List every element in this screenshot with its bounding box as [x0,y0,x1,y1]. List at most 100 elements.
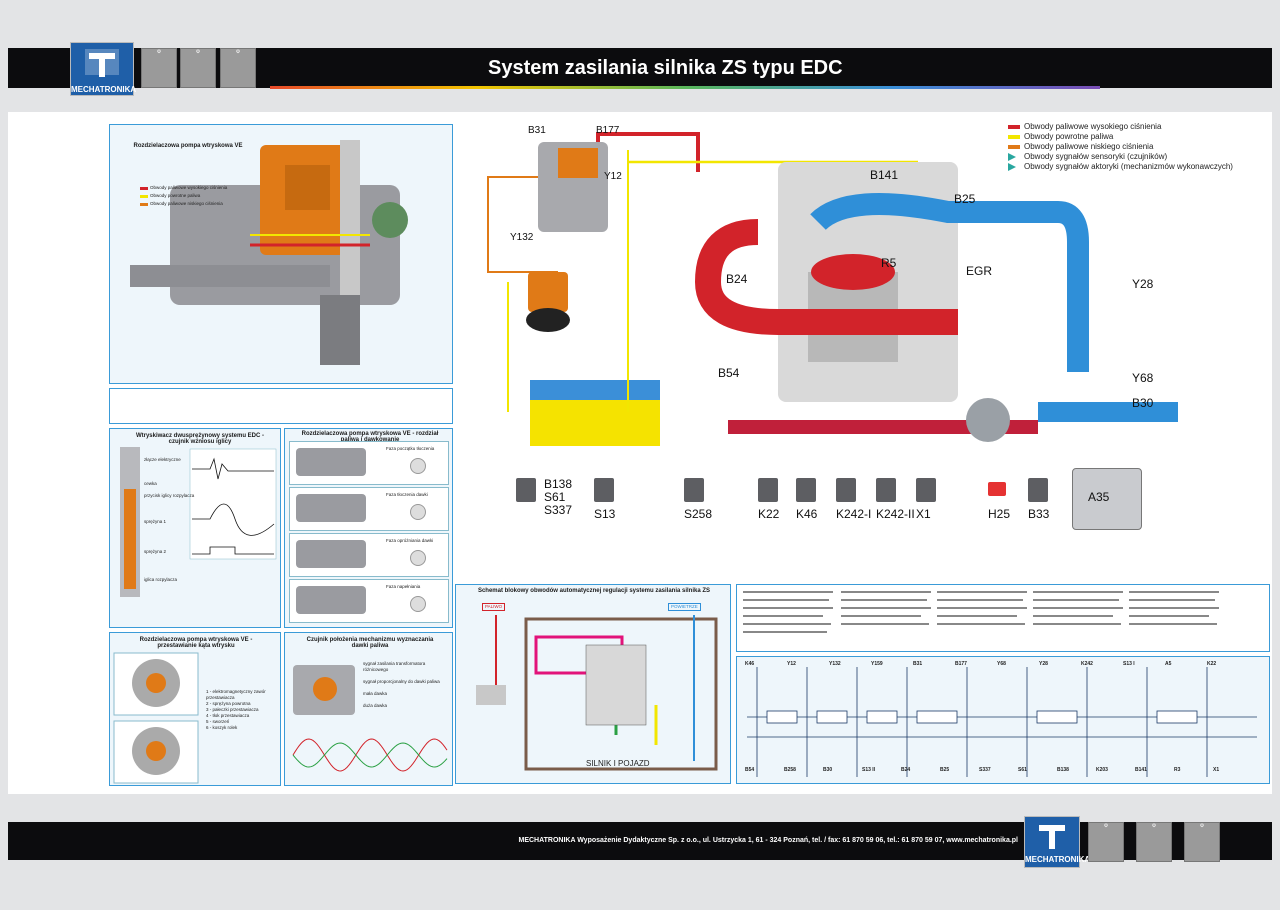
label-b54: B54 [718,366,740,380]
legend-item: Obwody paliwowe wysokiego ciśnienia [1008,122,1258,132]
wiring-label: B30 [823,767,833,773]
position-item: mała dawka [363,691,388,696]
legend-swatch [1008,163,1016,171]
phase-label: Faza początku tłoczenia [386,446,435,451]
phase-indicator-icon [410,550,426,566]
component-label: H25 [988,507,1011,521]
injector-title: Wtryskiwacz dwusprężynowy systemu EDC - … [135,433,265,445]
component-label: S258 [684,507,713,521]
position-item: sygnał zasilania transformatora różnicow… [363,661,426,672]
phase-drawing [296,494,366,522]
advance-item: 2 - sprężyna powrotna [206,701,251,706]
phase-box: Faza opróżniania dawki [289,533,449,577]
label-b31: B31 [528,125,546,136]
phase-label: Faza napełniania [386,584,421,589]
award-badge-3: ⚙ [220,48,256,88]
position-item: sygnał proporcjonalny do dawki paliwa [363,679,440,684]
footer-logo-mark-icon [1039,825,1065,849]
footer-bar: MECHATRONIKA Wyposażenie Dydaktyczne Sp.… [8,816,1272,868]
wiring-label: Y28 [1039,661,1048,667]
phase-label: Faza opróżniania dawki [386,538,434,543]
component-icon [916,478,936,502]
wiring-label: B31 [913,661,923,667]
label-egr: EGR [966,264,993,278]
block-diagram-title: Schemat blokowy obwodów automatycznej re… [477,588,711,594]
wiring-label: X1 [1213,767,1220,773]
advance-item: 3 - pałeczki przestawiacza [206,707,259,712]
wiring-label: K46 [745,661,755,667]
fuel-tank [530,380,660,446]
component-icon [988,482,1006,496]
color-stripe [270,86,1100,89]
injector-drawing [120,447,277,597]
label-y68: Y68 [1132,371,1154,385]
footer-badge-2: ⚙ [1136,822,1172,862]
wiring-label: S13 I [1123,661,1135,667]
label-y12: Y12 [604,171,622,182]
injector-label-3: sprężyna 1 [144,519,167,524]
legend-swatch [1008,145,1020,149]
pump-ve-title: Rozdzielaczowa pompa wtryskowa VE [133,143,243,149]
phase-drawing [296,448,366,476]
legend-swatch-high [140,187,148,190]
symbol-list-lines [743,591,1219,633]
label-b141: B141 [870,168,899,182]
wiring-label: Y12 [787,661,796,667]
component-icon [594,478,614,502]
poster-area: Rozdzielaczowa pompa wtryskowa VE Obwody… [8,112,1272,794]
logo-text: MECHATRONIKA [71,85,137,94]
pump-legend-1: Obwody powrotne paliwa [150,193,201,198]
component-icon [1072,468,1142,530]
wiring-label: K203 [1096,767,1108,773]
page-title: System zasilania silnika ZS typu EDC [488,57,843,79]
advance-item: 5 - sworzeń [206,719,230,724]
phase-drawing [296,540,366,568]
legend-label: Obwody sygnałów aktoryki (mechanizmów wy… [1024,162,1233,171]
logo-mark-icon [85,49,119,77]
block-label-powietrze: POWIETRZE [668,603,701,611]
phase-drawing [296,586,366,614]
injector-label-4: sprężyna 2 [144,549,167,554]
wiring-label: Y68 [997,661,1006,667]
title-bar: MECHATRONIKA ⚙ ⚙ ⚙ System zasilania siln… [8,42,1272,96]
component-label: S13 [594,507,616,521]
footer-logo: MECHATRONIKA [1024,816,1091,868]
symbol-list-panel [736,584,1270,652]
wiring-label: S13 II [862,767,876,773]
wiring-label: B258 [784,767,796,773]
phase-indicator-icon [410,504,426,520]
engine-diagram [487,132,1178,442]
pump-phases-title: Rozdzielaczowa pompa wtryskowa VE - rozd… [301,431,439,443]
component-label: K22 [758,507,780,521]
label-b24: B24 [726,272,748,286]
phase-indicator-icon [410,458,426,474]
pump-legend-0: Obwody paliwowe wysokiego ciśnienia [150,185,228,190]
label-b30: B30 [1132,396,1154,410]
legend-swatch [1008,125,1020,129]
wiring-label: B177 [955,661,967,667]
component-icon [1028,478,1048,502]
wiring-label: Y159 [871,661,883,667]
component-label: X1 [916,507,931,521]
legend-item: Obwody sygnałów sensoryki (czujników) [1008,152,1258,162]
injector-label-0: złącze elektryczne [144,457,181,462]
phase-indicator-icon [410,596,426,612]
legend-label: Obwody sygnałów sensoryki (czujników) [1024,152,1168,161]
component-label: K242-I [836,507,872,521]
legend-item: Obwody paliwowe niskiego ciśnienia [1008,142,1258,152]
wiring-label: R3 [1174,767,1181,773]
label-y28: Y28 [1132,277,1154,291]
pump-ve-panel: Rozdzielaczowa pompa wtryskowa VE Obwody… [109,124,453,384]
phase-box: Faza tłoczenia dawki [289,487,449,531]
wiring-label: B25 [940,767,950,773]
component-icon [796,478,816,502]
mechatronika-logo: MECHATRONIKA [70,42,137,96]
component-icon [876,478,896,502]
position-sensor-panel: Czujnik położenia mechanizmu wyznaczania… [284,632,453,786]
footer-badge-1: ⚙ [1088,822,1124,862]
footer-logo-text: MECHATRONIKA [1025,855,1091,864]
legend-swatch [1008,153,1016,161]
legend-swatch-low [140,203,148,206]
legend-label: Obwody paliwowe niskiego ciśnienia [1024,142,1154,151]
